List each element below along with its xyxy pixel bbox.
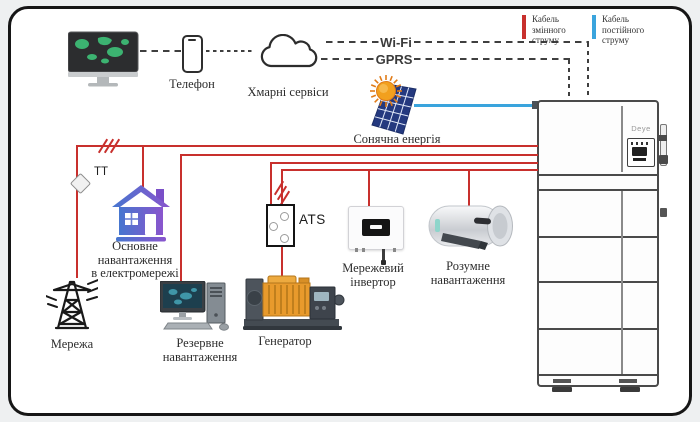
ac-cable-line4 xyxy=(282,169,538,172)
desktop-monitor-icon xyxy=(68,31,139,87)
tower-foot xyxy=(620,387,640,392)
tower-side-handle xyxy=(660,124,667,166)
tower-side-clip xyxy=(660,208,667,217)
ac-drop-house xyxy=(142,145,145,187)
ac-ats-generator xyxy=(281,239,284,277)
wifi-line-right xyxy=(414,41,589,44)
gprs-line-right xyxy=(414,58,570,61)
phone-icon xyxy=(182,35,203,73)
ct-label: TT xyxy=(94,166,109,178)
legend-dc-swatch xyxy=(592,15,596,39)
gprs-line-left xyxy=(321,58,375,61)
legend-ac-swatch xyxy=(522,15,526,39)
phone-label: Телефон xyxy=(169,77,215,91)
dc-cable xyxy=(414,104,538,107)
tower-foot xyxy=(552,387,572,392)
phone-cloud-link xyxy=(206,50,255,53)
ats-box xyxy=(266,204,295,247)
ac-drop-grid xyxy=(76,145,79,278)
cloud-icon xyxy=(260,34,318,68)
house-icon xyxy=(112,185,170,242)
generator-label: Генератор xyxy=(258,334,312,348)
ats-label: ATS xyxy=(299,212,326,227)
gprs-line-drop xyxy=(568,60,571,99)
tower-brand: Deye xyxy=(631,124,651,133)
ac-drop-heater xyxy=(468,169,471,206)
wifi-label: Wi-Fi xyxy=(380,35,412,50)
wifi-line-left xyxy=(326,41,379,44)
tower-side-clip xyxy=(659,135,667,141)
battery-tower: Deye xyxy=(537,100,659,387)
grid-pylon-icon xyxy=(46,279,98,330)
grid-label: Мережа xyxy=(50,337,94,351)
water-heater-icon xyxy=(428,205,513,250)
ac-drop-inverter xyxy=(368,169,371,208)
ac-cable-line3 xyxy=(271,162,538,165)
solar-label: Сонячна енергія xyxy=(353,132,441,146)
backup-computer-icon xyxy=(160,281,229,331)
tower-side-clip xyxy=(659,155,668,164)
sun-icon xyxy=(370,75,402,107)
ac-cable-line1 xyxy=(77,145,538,148)
generator-icon xyxy=(243,275,345,330)
gprs-label: GPRS xyxy=(375,52,413,67)
dc-connector xyxy=(532,101,538,109)
tower-display xyxy=(627,138,655,167)
ac-drop-ats-left xyxy=(270,162,273,223)
monitor-phone-link xyxy=(140,50,181,53)
wifi-line-drop xyxy=(587,43,590,99)
ac-drop-backup xyxy=(180,154,183,285)
cloud-label: Хмарні сервіси xyxy=(247,85,329,99)
ac-cable-line2 xyxy=(181,154,538,157)
grid-inverter-icon xyxy=(348,206,404,265)
